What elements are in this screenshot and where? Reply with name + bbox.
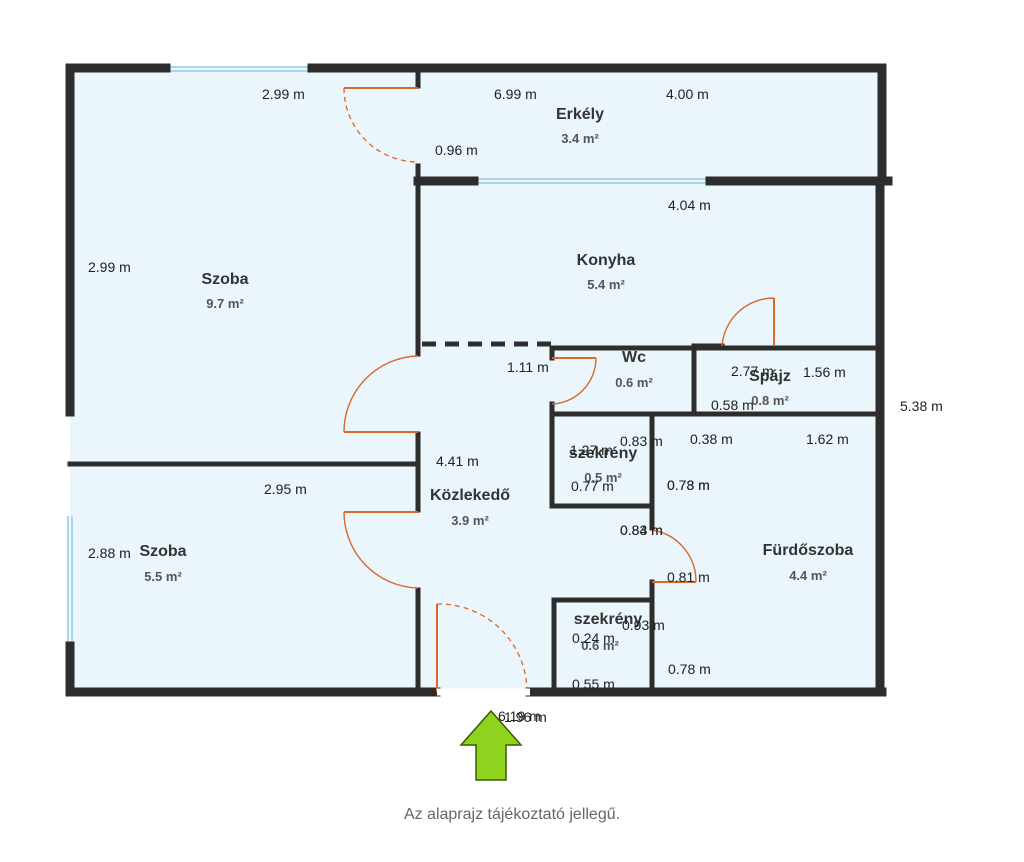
door-szoba-erkely xyxy=(343,87,419,163)
door-spajz xyxy=(721,297,775,347)
fill-erkely xyxy=(418,68,882,181)
dimension-label: 0.77 m xyxy=(571,478,614,494)
door-szoba-small xyxy=(343,511,419,589)
dimension-label: 0.83 m xyxy=(620,522,663,538)
dimension-label: 0.73 m xyxy=(667,477,710,493)
dimension-label: 0.78 m xyxy=(668,661,711,677)
fill-kozlekedo xyxy=(418,346,652,692)
room-name-szoba-large: Szoba xyxy=(201,271,248,288)
dimension-label: 0.81 m xyxy=(667,569,710,585)
dimension-label: 6.99 m xyxy=(494,86,537,102)
room-area-szoba-small: 5.5 m² xyxy=(144,569,182,584)
dimension-label: 0.83 m xyxy=(620,433,663,449)
dimension-label: 1.96 m xyxy=(504,709,547,725)
room-name-kozlekedo: Közlekedő xyxy=(430,487,510,504)
dimension-label: 4.00 m xyxy=(666,86,709,102)
dimension-label: 1.62 m xyxy=(806,431,849,447)
room-area-furdoszoba: 4.4 m² xyxy=(789,568,827,583)
door-wc xyxy=(551,357,597,405)
dimension-label: 4.04 m xyxy=(668,197,711,213)
entrance-arrow-icon xyxy=(459,709,523,781)
dimension-label: 0.78 m xyxy=(667,477,710,493)
door-entrance xyxy=(436,603,530,696)
walls xyxy=(65,63,893,697)
fill-konyha xyxy=(418,181,878,346)
window-left xyxy=(67,516,73,646)
room-area-erkely: 3.4 m² xyxy=(561,131,599,146)
doors xyxy=(343,87,775,696)
window-top xyxy=(166,66,312,72)
room-name-konyha: Konyha xyxy=(577,252,636,269)
dimension-label: 2.99 m xyxy=(262,86,305,102)
dimension-label: 0.24 m xyxy=(572,630,615,646)
room-name-szekreny-1: szekrény xyxy=(569,445,638,462)
door-szoba-kozlekedo xyxy=(343,355,419,433)
room-name-erkely: Erkély xyxy=(556,106,604,123)
dimension-label: 1.56 m xyxy=(803,364,846,380)
fill-spajz xyxy=(694,348,878,414)
fill-furdoszoba xyxy=(652,414,878,692)
room-area-szekreny-2: 0.6 m² xyxy=(581,638,619,653)
window-kitchen xyxy=(474,178,710,184)
dimension-label: 6.19 m xyxy=(498,708,541,724)
dimension-label: 2.77 m xyxy=(731,363,774,379)
room-labels: Szoba 9.7 m² Erkély 3.4 m² Konyha 5.4 m²… xyxy=(139,106,853,653)
dimension-label: 2.88 m xyxy=(88,545,131,561)
room-area-szekreny-1: 0.5 m² xyxy=(584,470,622,485)
dimension-label: 0.96 m xyxy=(435,142,478,158)
dimension-labels: 2.99 m 6.99 m 4.00 m 0.96 m 4.04 m 2.99 … xyxy=(88,86,943,725)
room-area-wc: 0.6 m² xyxy=(615,375,653,390)
room-name-spajz: Spájz xyxy=(749,368,791,385)
dimension-label: 0.55 m xyxy=(572,676,615,692)
room-area-kozlekedo: 3.9 m² xyxy=(451,513,489,528)
dimension-label: 1.11 m xyxy=(507,359,549,375)
windows xyxy=(67,66,710,646)
room-name-szoba-small: Szoba xyxy=(139,543,186,560)
room-area-szoba-large: 9.7 m² xyxy=(206,296,244,311)
dimension-label: 0.38 m xyxy=(690,431,733,447)
disclaimer-note: Az alaprajz tájékoztató jellegű. xyxy=(403,806,621,823)
dimension-label: 2.99 m xyxy=(88,259,131,275)
dimension-label: 4.41 m xyxy=(436,453,479,469)
dimension-label: 1.27 m xyxy=(570,442,613,458)
dimension-label: 2.95 m xyxy=(264,481,307,497)
room-area-konyha: 5.4 m² xyxy=(587,277,625,292)
room-name-furdoszoba: Fürdőszoba xyxy=(763,542,854,559)
dimension-label: 0.58 m xyxy=(711,397,754,413)
dimension-label: 0.93 m xyxy=(622,617,665,633)
dimension-label: 0.84 m xyxy=(620,522,663,538)
door-furdoszoba xyxy=(651,529,697,583)
fill-szoba-small xyxy=(70,464,418,692)
room-name-szekreny-2: szekrény xyxy=(574,611,643,628)
room-area-spajz: 0.8 m² xyxy=(751,393,789,408)
dimension-label: 5.38 m xyxy=(900,398,943,414)
room-name-wc: Wc xyxy=(622,349,646,366)
